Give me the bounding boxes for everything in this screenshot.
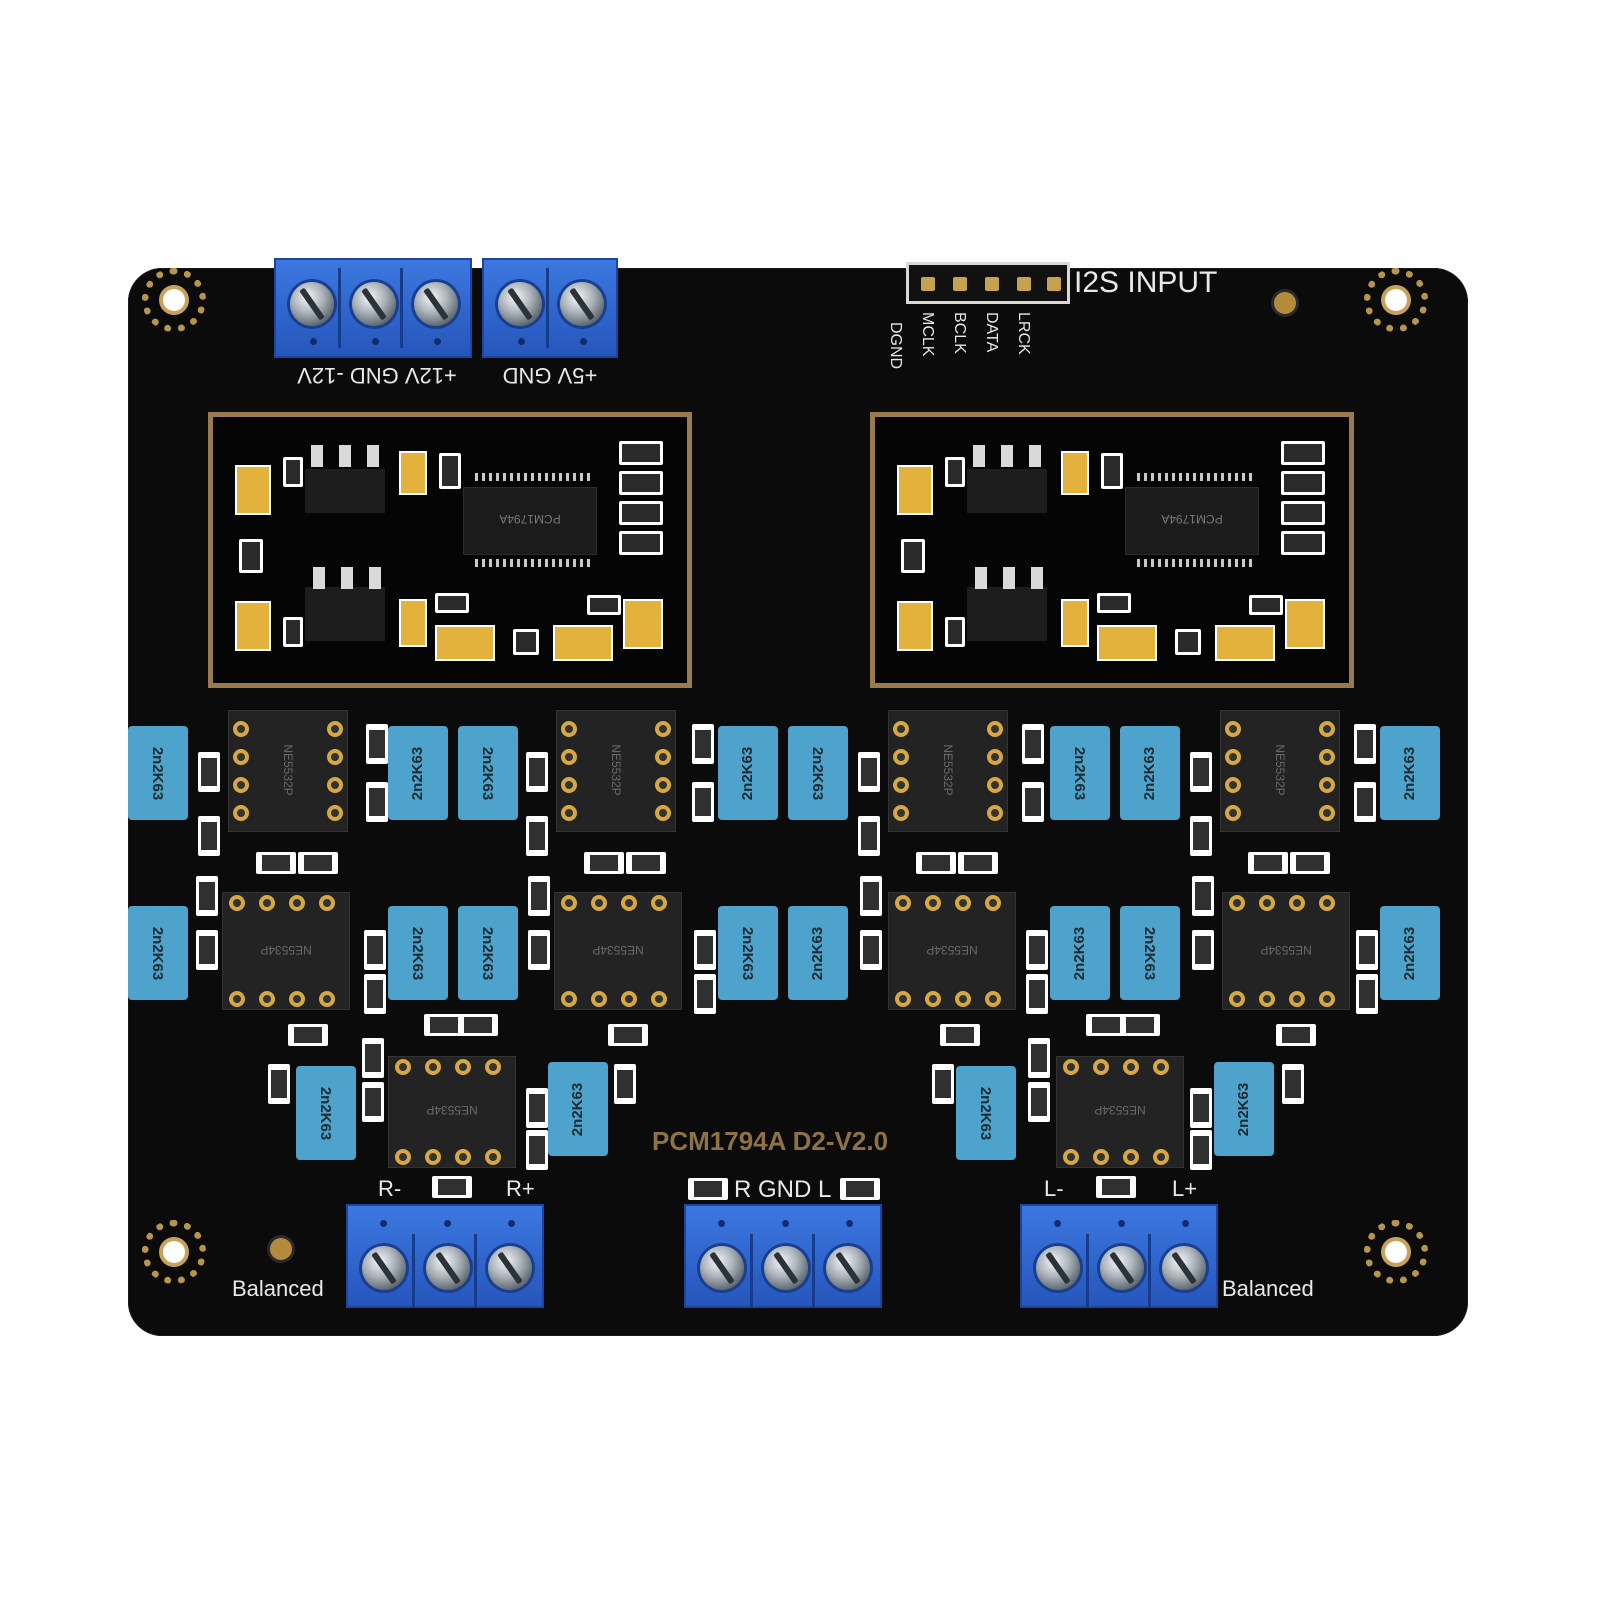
- opamp-ne5534-balanced-right: NE5534P: [388, 1056, 516, 1168]
- tantalum-cap: [399, 451, 427, 495]
- mounting-hole-top-right: [1364, 268, 1428, 332]
- i2s-pin-mclk: MCLK: [919, 312, 936, 357]
- dac-chip: PCM1794A: [463, 487, 597, 555]
- dac-module-left: PCM1794A: [208, 412, 692, 688]
- opamp-ne5534-3: NE5534P: [888, 892, 1016, 1010]
- opamp-ne5534-1: NE5534P: [222, 892, 350, 1010]
- output-l-minus-label: L-: [1044, 1176, 1064, 1201]
- tantalum-cap: [1285, 599, 1325, 649]
- mounting-hole-top-left: [142, 268, 206, 332]
- film-capacitor: 2n2K63: [718, 726, 778, 820]
- film-capacitor: 2n2K63: [548, 1062, 608, 1156]
- opamp-ne5532-4: NE5532P: [1220, 710, 1340, 832]
- balanced-label-left: Balanced: [1222, 1276, 1314, 1301]
- output-l-plus-label: L+: [1172, 1176, 1198, 1201]
- dac-module-right: PCM1794A: [870, 412, 1354, 688]
- film-capacitor: 2n2K63: [296, 1066, 356, 1160]
- film-capacitor: 2n2K63: [128, 726, 188, 820]
- film-capacitor: 2n2K63: [388, 726, 448, 820]
- film-capacitor: 2n2K63: [718, 906, 778, 1000]
- output-unbalanced-label: R GND L: [734, 1176, 832, 1203]
- opamp-ne5534-4: NE5534P: [1222, 892, 1350, 1010]
- film-capacitor: 2n2K63: [1120, 906, 1180, 1000]
- power-12v-label: +12V GND -12V: [297, 363, 457, 388]
- opamp-ne5532-2: NE5532P: [556, 710, 676, 832]
- power-5v-label: +5V GND: [502, 363, 598, 388]
- tantalum-cap: [235, 465, 271, 515]
- film-capacitor: 2n2K63: [956, 1066, 1016, 1160]
- film-capacitor: 2n2K63: [128, 906, 188, 1000]
- tantalum-cap: [553, 625, 613, 661]
- opamp-ne5534-2: NE5534P: [554, 892, 682, 1010]
- opamp-ne5532-3: NE5532P: [888, 710, 1008, 832]
- tantalum-cap: [1215, 625, 1275, 661]
- mounting-hole-bottom-right: [1364, 1220, 1428, 1284]
- fiducial-bottom: [270, 1238, 292, 1260]
- tantalum-cap: [897, 601, 933, 651]
- i2s-input-title: I2S INPUT: [1074, 266, 1218, 299]
- power-terminal-12v[interactable]: [274, 258, 472, 358]
- tantalum-cap: [1097, 625, 1157, 661]
- opamp-ne5532-1: NE5532P: [228, 710, 348, 832]
- film-capacitor: 2n2K63: [788, 906, 848, 1000]
- tantalum-cap: [1061, 599, 1089, 647]
- film-capacitor: 2n2K63: [1380, 726, 1440, 820]
- output-terminal-balanced-right[interactable]: [346, 1204, 544, 1308]
- output-r-minus-label: R-: [378, 1176, 402, 1201]
- film-capacitor: 2n2K63: [1050, 906, 1110, 1000]
- balanced-label-right: Balanced: [232, 1276, 324, 1301]
- tantalum-cap: [897, 465, 933, 515]
- board-model-label: PCM1794A D2-V2.0: [652, 1126, 889, 1156]
- tantalum-cap: [1061, 451, 1089, 495]
- i2s-pin-dgnd: DGND: [887, 322, 904, 370]
- tantalum-cap: [623, 599, 663, 649]
- output-r-plus-label: R+: [506, 1176, 535, 1201]
- dac-chip: PCM1794A: [1125, 487, 1259, 555]
- tantalum-cap: [435, 625, 495, 661]
- i2s-pin-lrck: LRCK: [1015, 312, 1032, 355]
- fiducial-top: [1274, 292, 1296, 314]
- output-terminal-balanced-left[interactable]: [1020, 1204, 1218, 1308]
- output-terminal-unbalanced[interactable]: [684, 1204, 882, 1308]
- mounting-hole-bottom-left: [142, 1220, 206, 1284]
- film-capacitor: 2n2K63: [458, 906, 518, 1000]
- tantalum-cap: [399, 599, 427, 647]
- film-capacitor: 2n2K63: [458, 726, 518, 820]
- tantalum-cap: [235, 601, 271, 651]
- opamp-ne5534-balanced-left: NE5534P: [1056, 1056, 1184, 1168]
- film-capacitor: 2n2K63: [388, 906, 448, 1000]
- film-capacitor: 2n2K63: [1380, 906, 1440, 1000]
- film-capacitor: 2n2K63: [1120, 726, 1180, 820]
- film-capacitor: 2n2K63: [788, 726, 848, 820]
- power-terminal-5v[interactable]: [482, 258, 618, 358]
- i2s-pin-data: DATA: [983, 312, 1000, 353]
- i2s-pin-header[interactable]: [906, 262, 1070, 304]
- film-capacitor: 2n2K63: [1050, 726, 1110, 820]
- i2s-pin-bclk: BCLK: [951, 312, 968, 354]
- film-capacitor: 2n2K63: [1214, 1062, 1274, 1156]
